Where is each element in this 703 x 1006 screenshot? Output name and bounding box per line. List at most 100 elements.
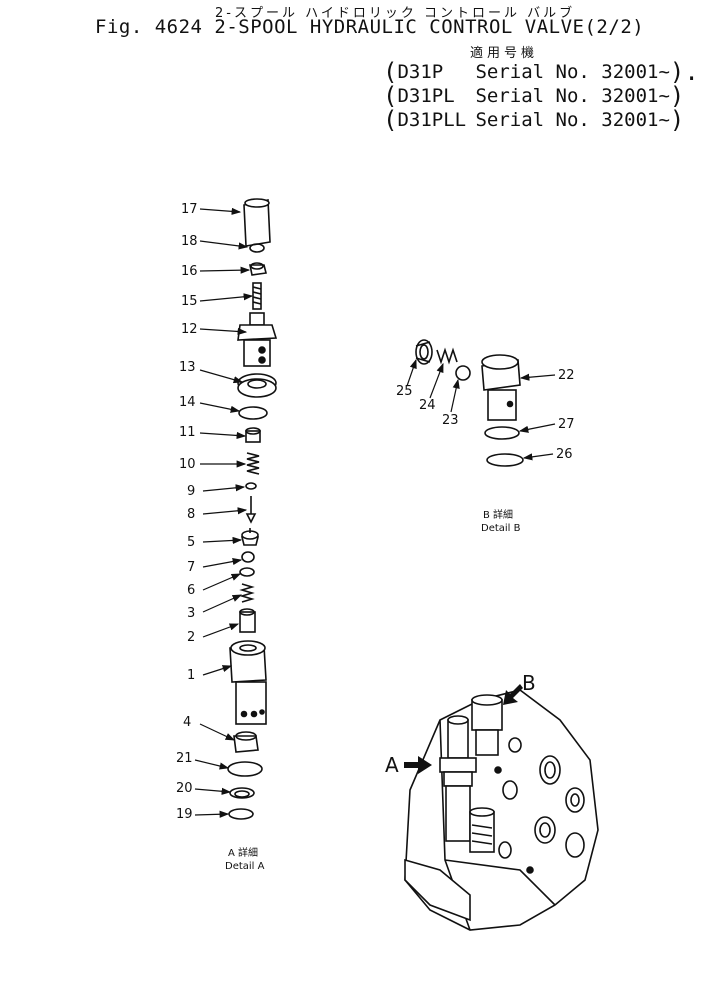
part-number-label: 12 [181,322,198,337]
header: 2-スプール ハイドロリック コントロール バルブ Fig. 4624 2-SP… [0,0,703,134]
leader-line [202,536,243,545]
leader-line [199,266,251,274]
leader-line [429,362,444,399]
leader-line [199,402,241,413]
leader-line [199,369,244,384]
part-number-label: 2 [187,630,195,645]
leader-line [519,373,556,381]
leader-line [199,327,248,336]
part-10-spring [246,452,260,475]
part-number-label: 1 [187,668,195,683]
leader-line [194,787,232,795]
leader-line [202,484,246,492]
part-22-plug [481,354,521,421]
leader-line [518,423,556,433]
leader-line [199,723,236,741]
part-number-label: 23 [442,413,459,428]
part-5-poppet [240,528,260,546]
part-11-cup [245,427,261,443]
part-number-label: 6 [187,583,195,598]
part-2-sleeve [239,608,256,633]
leader-line [202,573,242,591]
detail-a-caption-jp: A 詳細 [228,846,258,859]
part-19-oring [228,808,254,820]
arrow-a: A [385,753,432,777]
part-number-label: 8 [187,507,195,522]
part-number-label: 14 [179,395,196,410]
part-27-oring [484,426,520,440]
detail-a-parts [227,198,278,820]
leader-line [199,207,242,215]
part-14-oring [238,406,268,420]
leader-line [406,358,417,387]
detail-b-parts [415,339,524,467]
part-16-nut [249,262,267,276]
japanese-title: 2-スプール ハイドロリック コントロール バルブ [215,6,576,21]
part-number-label: 9 [187,484,195,499]
part-number-label: 10 [179,457,196,472]
part-number-label: 11 [179,425,196,440]
applicable-machines-label: 適用号機 [470,46,539,61]
part-24-spring [436,347,458,365]
part-number-label: 24 [419,398,436,413]
part-8-pin [245,496,257,524]
leader-line [199,431,247,440]
leader-line [522,453,554,461]
leader-line [202,623,240,638]
part-9-ring [245,482,257,490]
part-number-label: 5 [187,535,195,550]
leader-line [199,293,254,302]
part-number-label: 13 [179,360,196,375]
arrow-a-label: A [385,753,399,777]
part-number-label: 3 [187,606,195,621]
part-number-label: 26 [556,447,573,462]
part-number-label: 19 [176,807,193,822]
part-25-nut [415,339,433,365]
part-23-ball [455,365,471,381]
part-21-oring [227,761,263,777]
arrow-b: B [503,671,536,705]
part-number-label: 20 [176,781,193,796]
leader-line [202,507,248,515]
part-number-label: 18 [181,234,198,249]
part-number-label: 15 [181,294,198,309]
leader-line [202,594,243,613]
leader-line [199,240,249,250]
part-18-oring [249,243,265,253]
part-1-body [229,640,267,725]
part-15-screw [252,282,262,310]
valve-assembly [404,689,599,931]
detail-b-caption-jp: B 詳細 [483,508,513,521]
part-7-ring [241,551,255,563]
part-3-spring [239,583,255,603]
part-number-label: 7 [187,560,195,575]
detail-b-caption: Detail B [481,523,521,534]
part-number-label: 21 [176,751,193,766]
part-13-washer [237,373,277,398]
leader-line [202,665,233,676]
leader-line [194,810,230,818]
leader-line [194,759,230,770]
part-number-label: 22 [558,368,575,383]
part-4-plug [233,731,259,753]
part-12-valve-body [237,312,278,367]
leader-line [202,557,243,568]
part-6-ring [239,567,255,577]
part-17-cap [243,198,271,247]
detail-a-caption: Detail A [225,861,265,872]
part-number-label: 4 [183,715,191,730]
part-number-label: 17 [181,202,198,217]
part-20-backup-ring [229,787,255,799]
part-number-label: 25 [396,384,413,399]
figure-title: Fig. 4624 2-SPOOL HYDRAULIC CONTROL VALV… [95,16,645,38]
part-26-oring [486,453,524,467]
arrow-b-label: B [522,671,536,695]
leader-line [450,378,460,413]
part-number-label: 16 [181,264,198,279]
